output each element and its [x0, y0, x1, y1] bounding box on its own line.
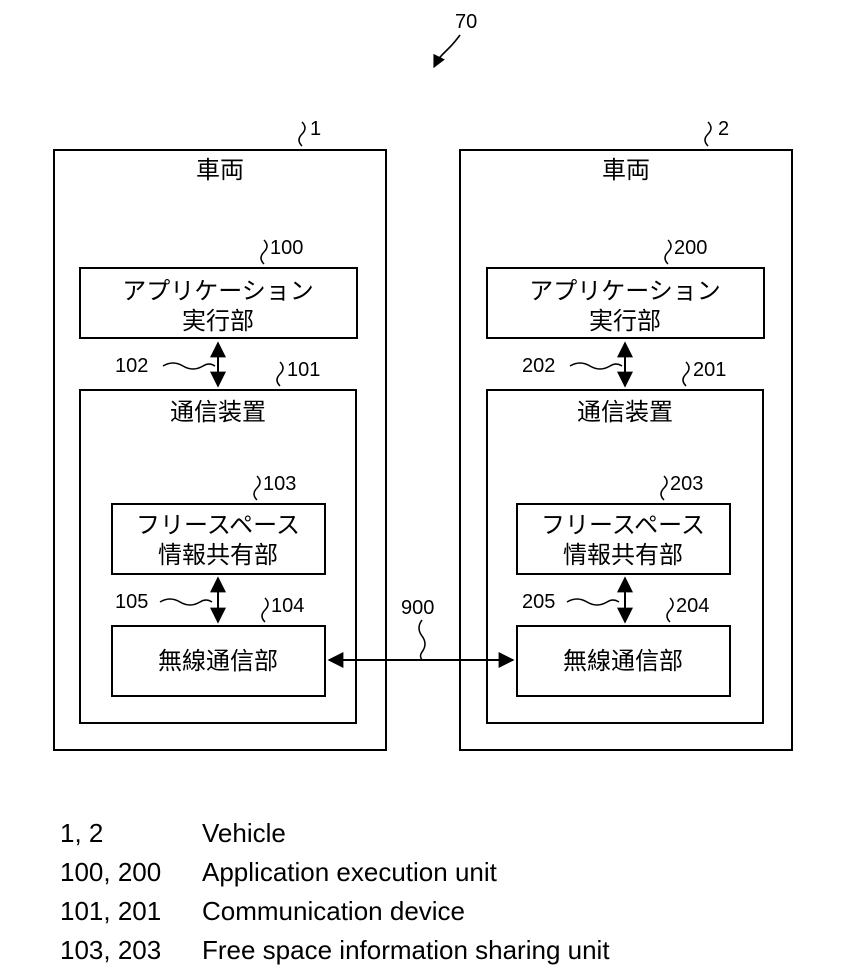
legend-row: 101, 201Communication device [60, 892, 610, 931]
comm-device-2-label: 通信装置 [577, 398, 673, 426]
radio-unit-1-leader [262, 598, 268, 622]
vehicle-1-label: 車両 [196, 156, 244, 184]
comm-device-1-leader [277, 362, 283, 386]
vehicle-1: 車両 1 アプリケーション 実行部 100 102 通信装置 101 フリースペ… [54, 118, 386, 750]
share-unit-2-line2: 情報共有部 [563, 541, 683, 569]
legend-ref: 100, 200 [60, 853, 202, 892]
legend-row: 100, 200Application execution unit [60, 853, 610, 892]
system-diagram: 70 車両 1 アプリケーション 実行部 100 102 通信装置 101 フリ… [0, 0, 849, 800]
legend-row: 1, 2Vehicle [60, 814, 610, 853]
legend-row: 103, 203Free space information sharing u… [60, 931, 610, 970]
link-102-leader [163, 363, 215, 369]
legend-ref: 103, 203 [60, 931, 202, 970]
vehicle-1-leader [299, 122, 305, 146]
vehicle-1-ref: 1 [310, 118, 321, 140]
legend-ref: 1, 2 [60, 814, 202, 853]
share-unit-1-line1: フリースペース [136, 511, 300, 539]
link-102-ref: 102 [115, 355, 148, 377]
vehicle-2: 車両 2 アプリケーション 実行部 200 202 通信装置 201 フリースペ… [460, 118, 792, 750]
vehicle-2-label: 車両 [602, 156, 650, 184]
legend-text: Vehicle [202, 818, 286, 848]
radio-unit-1-ref: 104 [271, 595, 304, 617]
radio-unit-2-leader [667, 598, 673, 622]
radio-unit-1-label: 無線通信部 [158, 647, 278, 675]
share-unit-1-leader [254, 476, 260, 500]
share-unit-1-line2: 情報共有部 [158, 541, 278, 569]
radio-unit-2-label: 無線通信部 [563, 647, 683, 675]
app-unit-2-ref: 200 [674, 237, 707, 259]
link-105-ref: 105 [115, 591, 148, 613]
comm-device-1-label: 通信装置 [170, 398, 266, 426]
link-202-ref: 202 [522, 355, 555, 377]
share-unit-2-ref: 203 [670, 473, 703, 495]
share-unit-2-line1: フリースペース [541, 511, 705, 539]
comm-device-1-ref: 101 [287, 359, 320, 381]
figure-ref-label: 70 [455, 11, 477, 33]
app-unit-1-line2: 実行部 [182, 307, 254, 335]
link-205-ref: 205 [522, 591, 555, 613]
app-unit-1-leader [261, 240, 267, 264]
link-900-ref: 900 [401, 597, 434, 619]
radio-unit-2-ref: 204 [676, 595, 709, 617]
app-unit-2-line2: 実行部 [589, 307, 661, 335]
vehicle-2-leader [705, 122, 711, 146]
legend-text: Application execution unit [202, 857, 497, 887]
comm-device-2-leader [683, 362, 689, 386]
reference-legend: 1, 2Vehicle 100, 200Application executio… [60, 814, 610, 970]
link-205-leader [567, 599, 619, 605]
app-unit-1-ref: 100 [270, 237, 303, 259]
vehicle-2-ref: 2 [718, 118, 729, 140]
link-900-leader [419, 620, 425, 660]
figure-ref-arrow [434, 35, 460, 67]
share-unit-2-leader [661, 476, 667, 500]
comm-device-2-ref: 201 [693, 359, 726, 381]
app-unit-1-line1: アプリケーション [122, 277, 314, 305]
link-105-leader [160, 599, 212, 605]
link-202-leader [570, 363, 622, 369]
share-unit-1-ref: 103 [263, 473, 296, 495]
app-unit-2-line1: アプリケーション [529, 277, 721, 305]
legend-ref: 101, 201 [60, 892, 202, 931]
app-unit-2-leader [665, 240, 671, 264]
legend-text: Communication device [202, 896, 465, 926]
